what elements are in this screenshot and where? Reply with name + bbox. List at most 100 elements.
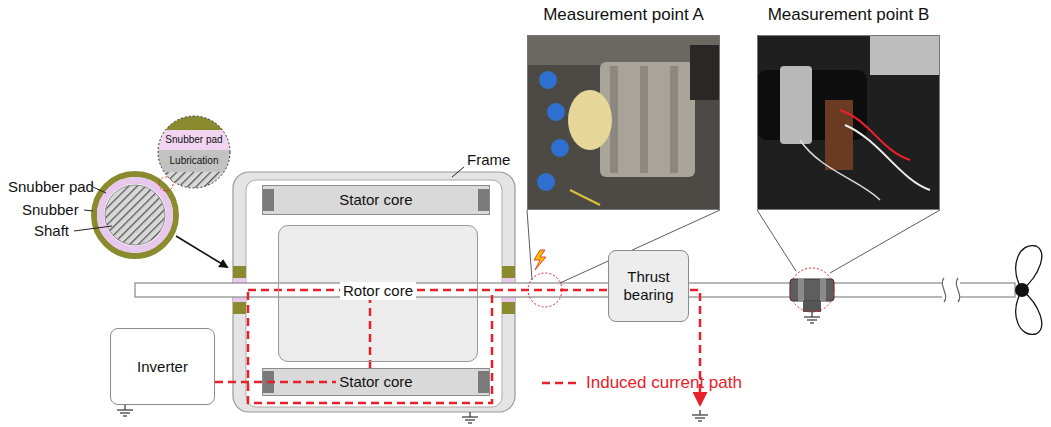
pointer-arrow [176,236,227,267]
stator-core: Stator core [262,185,490,215]
photo-frame: Measurement point B [757,35,940,210]
thrust-bearing: Thrust bearing [608,250,689,322]
leader-line [74,167,464,231]
part-label: Lubrication [170,155,219,167]
node-label: Inverter [137,358,188,376]
legend-entry: Induced current path [540,373,742,393]
photo-a [600,62,695,177]
snubber-zoom [158,116,230,188]
photo-b [757,35,940,210]
leader-line [93,187,106,193]
current-path [248,292,492,403]
photo-b [825,100,853,170]
leader-line [84,210,93,211]
part-label: Snubber [22,201,79,219]
legend-swatch [540,377,580,389]
propeller [1016,290,1042,334]
snubber-zoom [150,110,240,130]
snubber [233,298,246,302]
heading: Measurement point A [543,5,704,25]
photo-a [640,66,648,173]
shaft-break [942,280,960,300]
photo-b [780,66,812,144]
snubber [502,298,515,302]
snubber-cross-section [101,181,170,250]
photo-frame: Measurement point A [527,35,720,210]
photo-leader [528,273,562,307]
snubber [233,298,246,314]
shaft-sensor [790,279,834,301]
photo-leader [527,210,940,312]
snubber-cross-section [94,174,176,256]
ground-symbol [462,412,478,423]
node-label: Thrust bearing [611,268,686,304]
ground-symbol [117,312,820,423]
node-label: Rotor core [340,282,416,300]
stator-core-fill [478,189,490,211]
legend-line [542,382,578,385]
part-label: Snubber pad [8,178,94,196]
snubber-zoom [150,110,240,192]
spark-symbol [534,250,546,270]
photo-b [870,35,940,75]
part-label: Shaft [34,222,69,240]
spark-symbol [534,250,546,270]
propeller [1015,283,1029,297]
legend-text: Induced current path [586,373,742,393]
stator-core-fill [478,371,490,393]
snubber [502,278,515,282]
node-label: Stator core [336,373,415,391]
part-label: Frame [467,151,510,169]
ground-symbol [117,405,133,416]
stator-core-fill [262,185,490,215]
photo-a [551,139,569,157]
shaft-break [956,278,959,302]
snubber [233,266,246,282]
snubber-zoom [150,150,240,172]
photo-b [845,125,930,190]
photo-a [690,45,720,100]
shaft-sensor [820,279,826,301]
photo-a [527,35,720,210]
heading: Measurement point B [768,5,930,25]
photo-b [800,140,880,200]
snubber-zoom [150,110,240,192]
ground-symbol [692,410,708,421]
photo-a [568,90,612,150]
photo-leader [757,210,796,271]
photo-a [570,190,600,205]
propeller [1015,246,1042,335]
part-label: Snubber pad [165,134,222,146]
photo-a [527,35,720,210]
photo-a [547,103,565,121]
photo-b [840,110,910,160]
photo-a [537,173,555,191]
node-label: Stator core [336,191,415,209]
photo-leader [830,210,940,273]
shaft-sensor [790,279,834,312]
shaft-break [942,278,960,302]
snubber [502,298,515,314]
photo-leader [527,210,532,280]
snubber-zoom [150,172,240,192]
snubber [502,266,515,282]
leader-line [74,226,112,231]
shaft-sensor [803,301,821,312]
shaft-break [942,278,945,302]
shaft-sensor [798,279,804,301]
pointer-arrow [176,236,227,267]
inverter-box: Inverter [110,328,215,405]
photo-a [539,71,557,89]
ground-symbol [804,312,820,323]
stator-core: Stator core [262,368,490,396]
stator-core-fill [262,189,274,211]
rotor-core: Rotor core [278,225,478,362]
snubber [233,278,246,282]
leader-line [452,167,464,177]
photo-leader [790,268,834,312]
snubber-cross-section [94,174,176,256]
photo-b [757,35,940,210]
propeller [1016,246,1042,290]
snubber-cross-section [105,185,165,245]
